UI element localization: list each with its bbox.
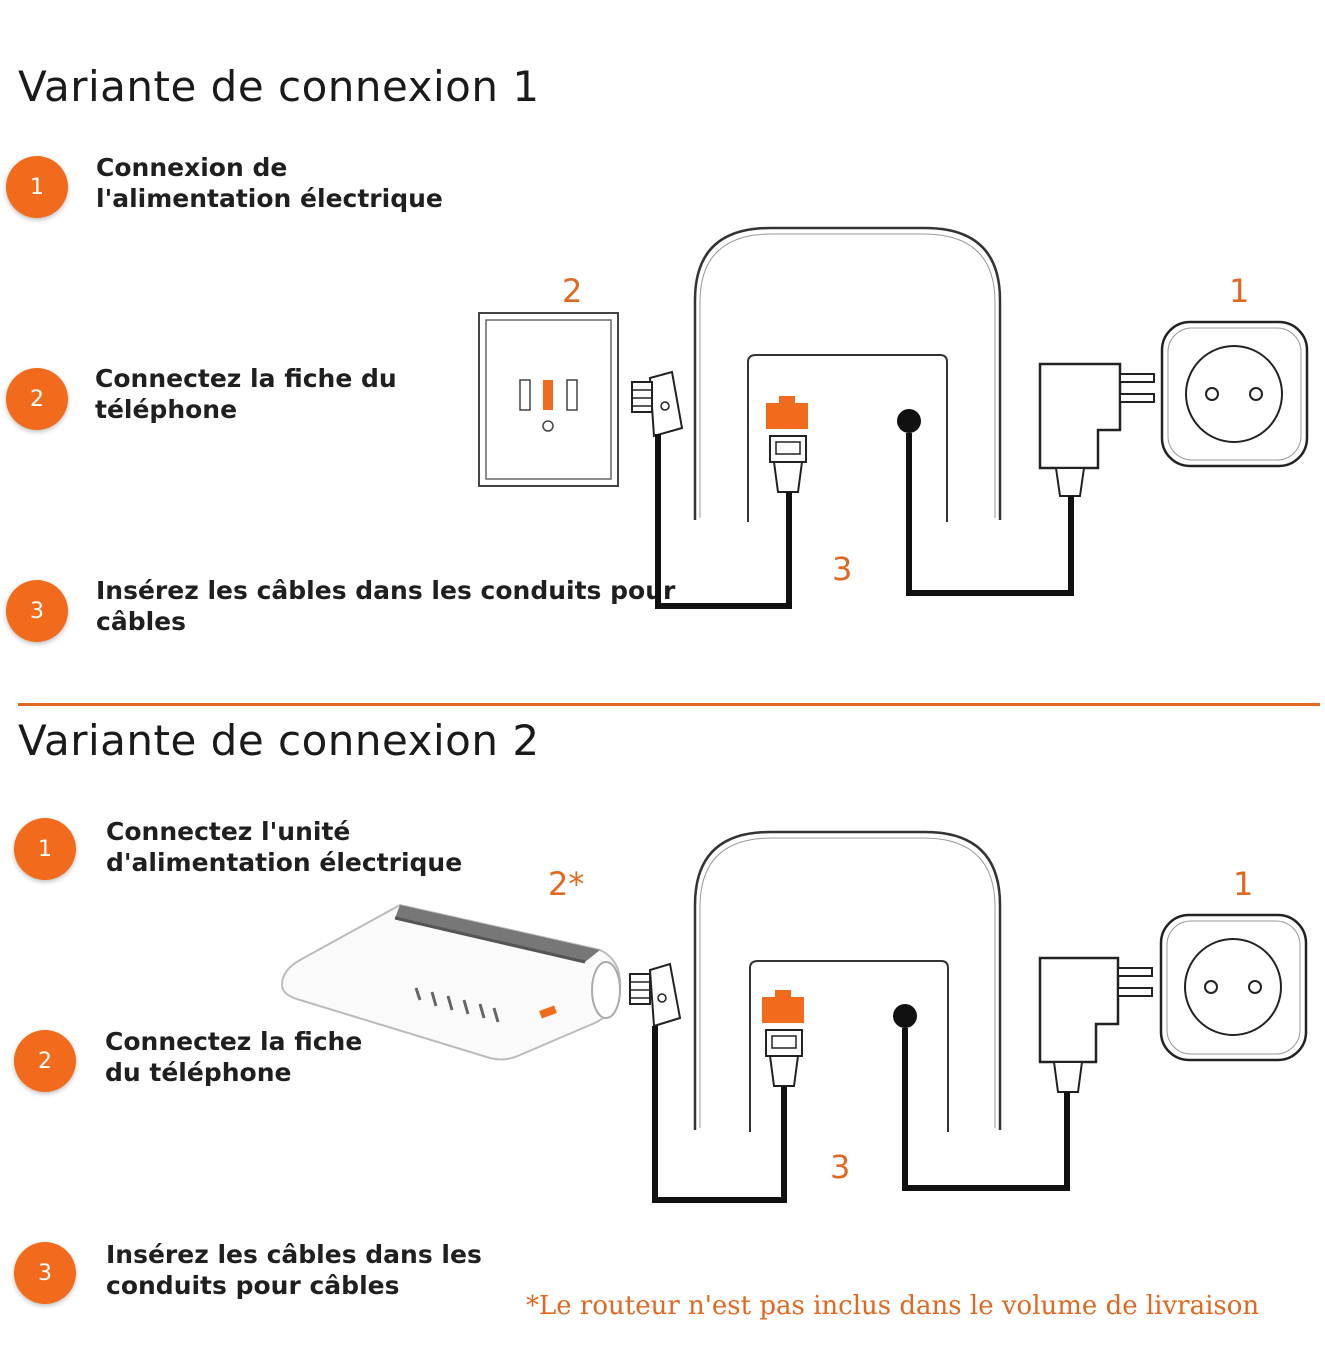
label-cables-2: 3 bbox=[830, 1148, 850, 1186]
section2-step2-line2: du téléphone bbox=[105, 1058, 292, 1087]
section2-step1-badge: 1 bbox=[14, 818, 76, 880]
label-cables: 3 bbox=[832, 550, 852, 588]
section1-step2-line1: Connectez la fiche du bbox=[95, 364, 397, 393]
section1-step1-line1: Connexion de bbox=[96, 153, 288, 182]
power-outlet-icon-2 bbox=[1159, 913, 1308, 1062]
section2-step1-text: Connectez l'unité d'alimentation électri… bbox=[106, 816, 462, 878]
section2-step3-text: Insérez les câbles dans les conduits pou… bbox=[106, 1239, 482, 1301]
rj-plug-icon bbox=[769, 435, 807, 493]
section1-step2-text: Connectez la fiche du téléphone bbox=[95, 363, 397, 425]
section1-step1-text: Connexion de l'alimentation électrique bbox=[96, 152, 443, 214]
router-icon bbox=[280, 903, 622, 1061]
power-cable bbox=[906, 433, 1074, 596]
label-router: 2* bbox=[548, 865, 584, 903]
section2-step3-line2: conduits pour câbles bbox=[106, 1271, 400, 1300]
section-divider bbox=[18, 703, 1320, 706]
section1-step3-badge: 3 bbox=[6, 580, 68, 642]
section2-step2-line1: Connectez la fiche bbox=[105, 1027, 363, 1056]
section2-step1-line2: d'alimentation électrique bbox=[106, 848, 463, 877]
phone-cable-2 bbox=[652, 1026, 787, 1203]
power-outlet-icon bbox=[1160, 320, 1309, 468]
label-phone: 2 bbox=[562, 272, 582, 310]
label-power-2: 1 bbox=[1233, 865, 1253, 903]
section2-step3-line1: Insérez les câbles dans les bbox=[106, 1240, 482, 1269]
base-station-2 bbox=[693, 830, 1002, 1132]
footnote: *Le routeur n'est pas inclus dans le vol… bbox=[526, 1291, 1260, 1321]
section1-step3-text: Insérez les câbles dans les conduits pou… bbox=[96, 575, 675, 637]
tae-plug-icon bbox=[631, 370, 684, 438]
section1-step2-badge: 2 bbox=[6, 368, 68, 430]
power-adapter-icon bbox=[1038, 362, 1155, 497]
section2-step2-badge: 2 bbox=[14, 1030, 76, 1092]
section2-step2-text: Connectez la fiche du téléphone bbox=[105, 1026, 362, 1088]
power-adapter-icon-2 bbox=[1038, 956, 1153, 1093]
tae-plug-icon-2 bbox=[629, 962, 682, 1028]
section2-step1-line1: Connectez l'unité bbox=[106, 817, 351, 846]
section2-step3-badge: 3 bbox=[14, 1242, 76, 1304]
section1-step1-line2: l'alimentation électrique bbox=[96, 184, 443, 213]
section2-title: Variante de connexion 2 bbox=[18, 716, 540, 765]
phone-wall-socket bbox=[478, 312, 619, 487]
phone-cable bbox=[655, 434, 792, 609]
section1-step2-line2: téléphone bbox=[95, 395, 238, 424]
section1-step3-line2: câbles bbox=[96, 607, 186, 636]
label-power: 1 bbox=[1229, 272, 1249, 310]
section1-diagram: 2 1 3 bbox=[478, 226, 1309, 609]
section1-step3-line1: Insérez les câbles dans les conduits pou… bbox=[96, 576, 676, 605]
section1-title: Variante de connexion 1 bbox=[18, 62, 540, 111]
section1-step1-badge: 1 bbox=[6, 156, 68, 218]
rj-plug-icon-2 bbox=[765, 1029, 803, 1087]
power-cable-2 bbox=[902, 1028, 1070, 1191]
